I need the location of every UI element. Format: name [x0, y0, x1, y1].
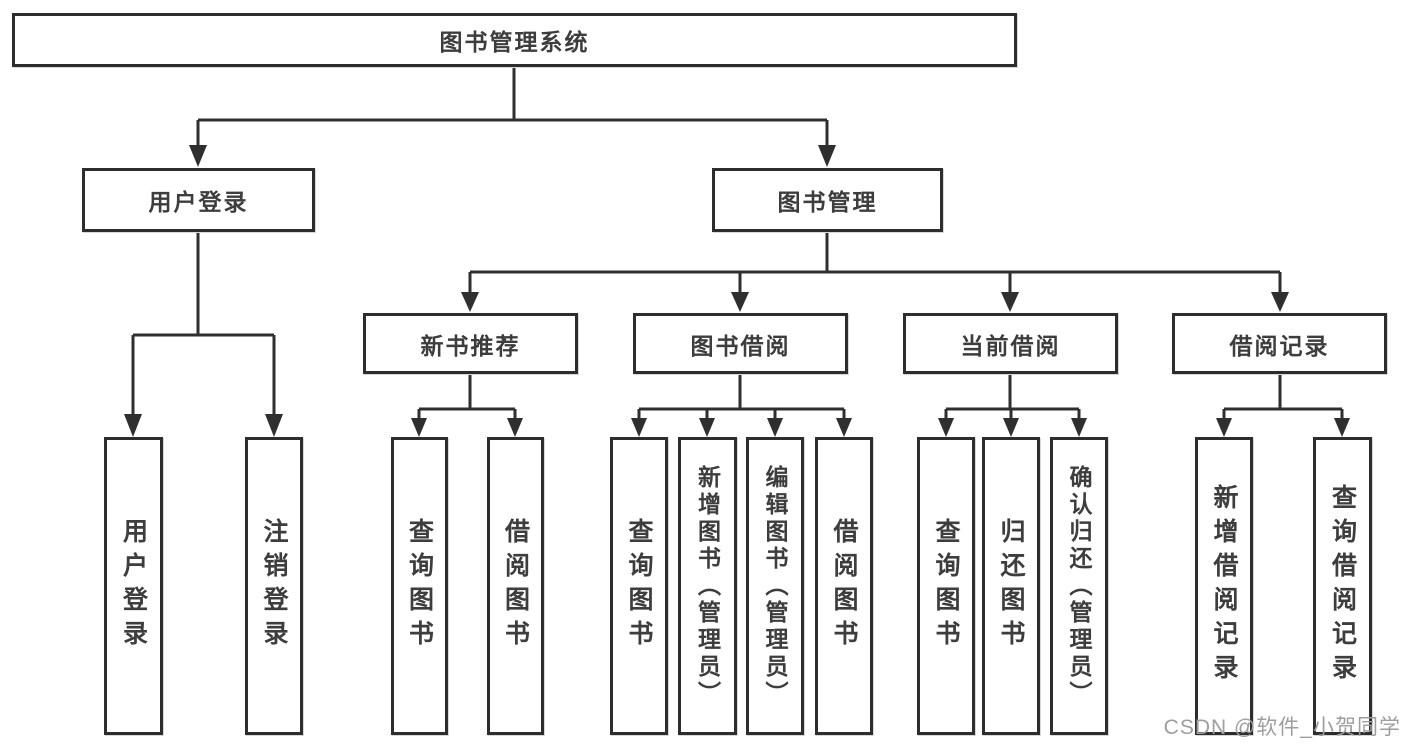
connector-bookmgmt-to-level3: [468, 232, 1282, 293]
leaf-confirm-return-admin: 确认归还（管理员）: [1050, 437, 1108, 735]
leaf-query-book-current: 查询图书: [917, 437, 975, 735]
leaf-query-borrow-record: 查询借阅记录: [1313, 437, 1372, 735]
leaf-query-book-borrow: 查询图书: [610, 437, 668, 735]
leaf-edit-book-admin: 编辑图书（管理员）: [746, 437, 804, 735]
arrowhead-icon: [1003, 418, 1019, 437]
arrowhead-icon: [1001, 292, 1019, 312]
arrowhead-icon: [1216, 418, 1232, 437]
connector-root-to-level2: [196, 67, 829, 146]
arrowhead-icon: [699, 418, 715, 437]
connector-borrowrecords-to-leaves: [1222, 374, 1344, 418]
connector-bookborrow-to-leaves: [637, 374, 846, 418]
connector-currentborrow-to-leaves: [944, 374, 1081, 418]
arrowhead-icon: [631, 418, 647, 437]
node-book-management: 图书管理: [712, 168, 943, 232]
connector-userlogin-to-leaves: [131, 232, 276, 415]
arrowhead-icon: [124, 414, 142, 437]
connector-newbookrec-to-leaves: [417, 374, 517, 418]
leaf-query-book-recommend: 查询图书: [391, 437, 448, 735]
arrowhead-icon: [1071, 418, 1087, 437]
arrowhead-icon: [1334, 418, 1350, 437]
leaf-user-login: 用户登录: [104, 437, 163, 735]
node-borrow-records: 借阅记录: [1172, 313, 1387, 374]
arrowhead-icon: [265, 414, 283, 437]
leaf-logout: 注销登录: [245, 437, 303, 735]
arrowhead-icon: [767, 418, 783, 437]
arrowhead-icon: [818, 145, 836, 167]
leaf-borrow-book-recommend: 借阅图书: [487, 437, 544, 735]
leaf-borrow-book: 借阅图书: [815, 437, 873, 735]
arrowhead-icon: [507, 418, 523, 437]
leaf-add-borrow-record: 新增借阅记录: [1195, 437, 1253, 735]
arrowhead-icon: [189, 145, 207, 167]
arrowhead-icon: [938, 418, 954, 437]
arrowhead-icon: [1271, 292, 1289, 312]
node-book-borrow: 图书借阅: [633, 313, 848, 374]
node-user-login: 用户登录: [82, 168, 315, 232]
arrowhead-icon: [461, 292, 479, 312]
node-new-book-recommend: 新书推荐: [363, 313, 578, 374]
watermark: CSDN @软件_小贺同学: [1163, 716, 1401, 739]
arrowhead-icon: [836, 418, 852, 437]
arrowhead-icon: [411, 418, 427, 437]
node-root: 图书管理系统: [12, 13, 1017, 67]
leaf-add-book-admin: 新增图书（管理员）: [678, 437, 737, 735]
arrowhead-icon: [731, 292, 749, 312]
node-current-borrow: 当前借阅: [903, 313, 1118, 374]
leaf-return-book: 归还图书: [982, 437, 1040, 735]
